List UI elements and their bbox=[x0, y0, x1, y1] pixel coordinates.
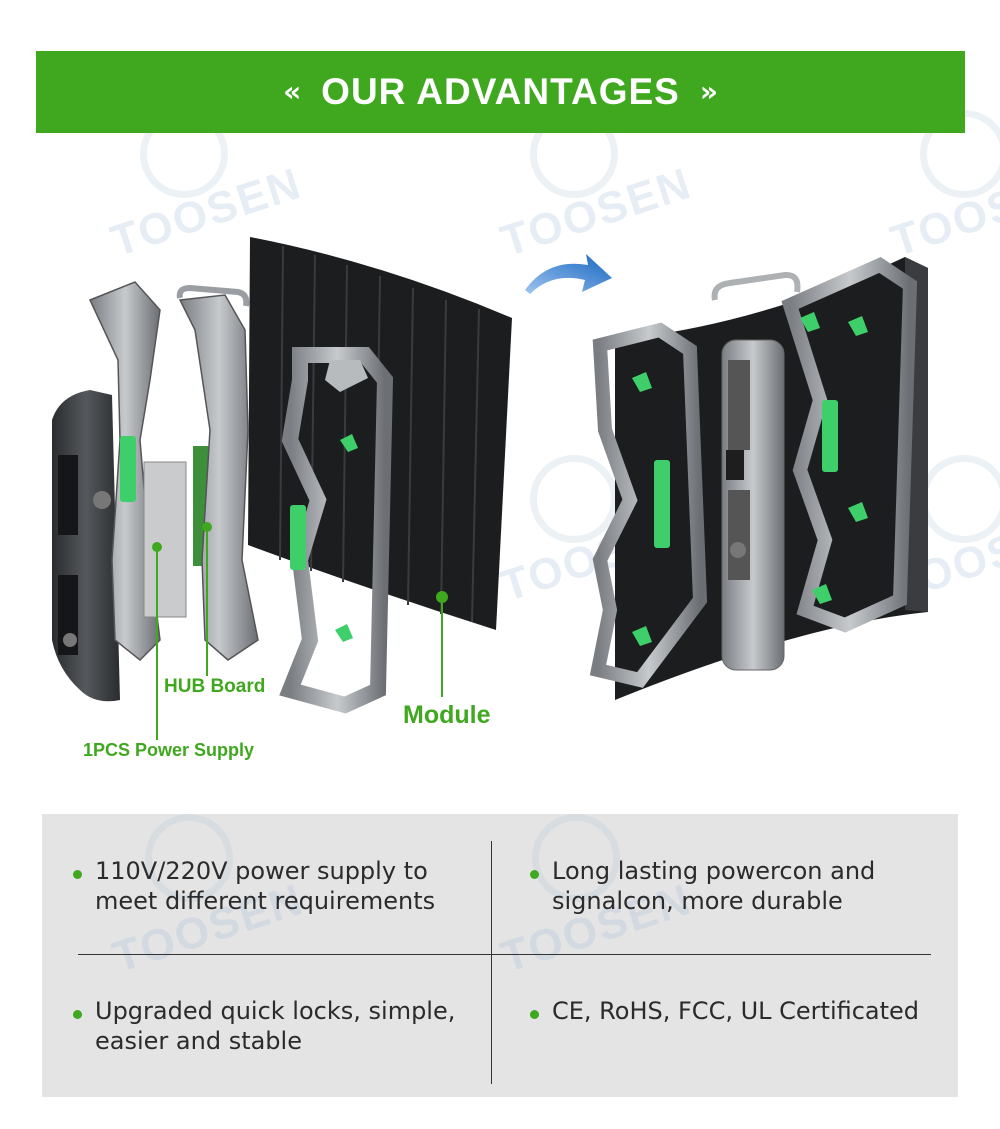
power-supply-callout-dot bbox=[152, 542, 162, 552]
bullet-dot-icon bbox=[73, 1010, 82, 1019]
feature-text: CE, RoHS, FCC, UL Certificated bbox=[552, 997, 920, 1025]
green-lock-handle bbox=[822, 400, 838, 472]
features-panel: TOOSEN TOOSEN 110V/220V power supply to … bbox=[42, 814, 958, 1097]
hub-board-label: HUB Board bbox=[164, 676, 266, 697]
right-frame bbox=[279, 347, 394, 714]
right-guillemet: » bbox=[699, 74, 718, 108]
bullet-dot-icon bbox=[530, 870, 539, 879]
middle-frame bbox=[176, 284, 259, 661]
power-supply-label: 1PCS Power Supply bbox=[83, 740, 255, 760]
bullet-dot-icon bbox=[73, 870, 82, 879]
module-label: Module bbox=[403, 701, 491, 729]
left-frame bbox=[88, 281, 215, 662]
section-title: OUR ADVANTAGES bbox=[321, 71, 680, 112]
green-lock-handle bbox=[290, 505, 306, 570]
feature-item: CE, RoHS, FCC, UL Certificated bbox=[530, 996, 919, 1026]
assembled-cabinet bbox=[589, 257, 928, 700]
feature-item: Long lasting powercon and signalcon, mor… bbox=[530, 856, 875, 916]
feature-item: 110V/220V power supply to meet different… bbox=[73, 856, 435, 916]
row-divider bbox=[78, 954, 931, 955]
green-lock-handle bbox=[654, 460, 670, 548]
left-guillemet: « bbox=[283, 74, 302, 108]
module-callout-dot bbox=[436, 591, 448, 603]
section-banner: « OUR ADVANTAGES » bbox=[36, 51, 965, 133]
callout-lines bbox=[156, 527, 443, 740]
feature-text: Long lasting powercon and signalcon, mor… bbox=[552, 857, 876, 915]
power-supply-unit bbox=[143, 461, 187, 618]
feature-text: Upgraded quick locks, simple, easier and… bbox=[95, 997, 456, 1055]
hub-board-callout-dot bbox=[202, 522, 212, 532]
product-illustration bbox=[52, 237, 928, 740]
bullet-dot-icon bbox=[530, 1010, 539, 1019]
direction-arrow-icon bbox=[525, 254, 612, 294]
power-supply-cover bbox=[52, 390, 120, 702]
column-divider bbox=[491, 841, 492, 1084]
green-lock-handle bbox=[120, 436, 136, 502]
feature-text: 110V/220V power supply to meet different… bbox=[95, 857, 436, 915]
feature-item: Upgraded quick locks, simple, easier and… bbox=[73, 996, 455, 1056]
